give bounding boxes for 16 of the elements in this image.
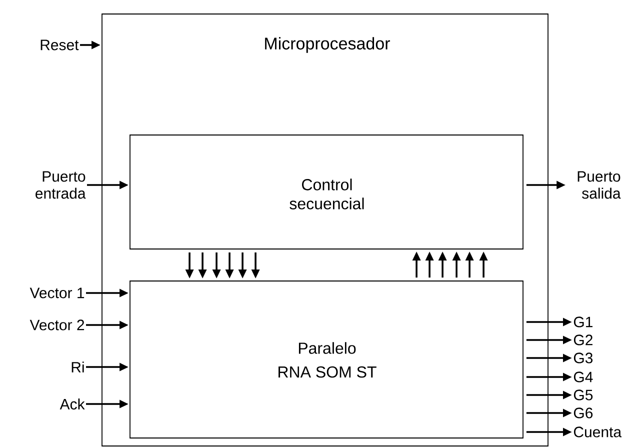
signal-label: Reset (40, 40, 79, 50)
signal-label: Puerto salida (578, 171, 621, 199)
signal-label: G2 (574, 334, 592, 346)
signal-label: G1 (574, 316, 592, 328)
signal-label: Cuenta (574, 426, 622, 438)
signal-label: G3 (574, 352, 593, 364)
control-box: Control secuencial (130, 134, 524, 250)
signal-label: Vector 1 (30, 288, 84, 298)
parallel-box: Paralelo RNA SOM ST (130, 280, 524, 438)
signal-label: Vector 2 (30, 320, 84, 330)
signal-label: Ri (72, 362, 84, 372)
signal-label: G5 (574, 390, 593, 400)
signal-label: G4 (574, 372, 593, 382)
signal-label: G6 (574, 408, 593, 418)
signal-label: Ack (60, 398, 85, 410)
signal-label: Puerto entrada (36, 171, 86, 199)
